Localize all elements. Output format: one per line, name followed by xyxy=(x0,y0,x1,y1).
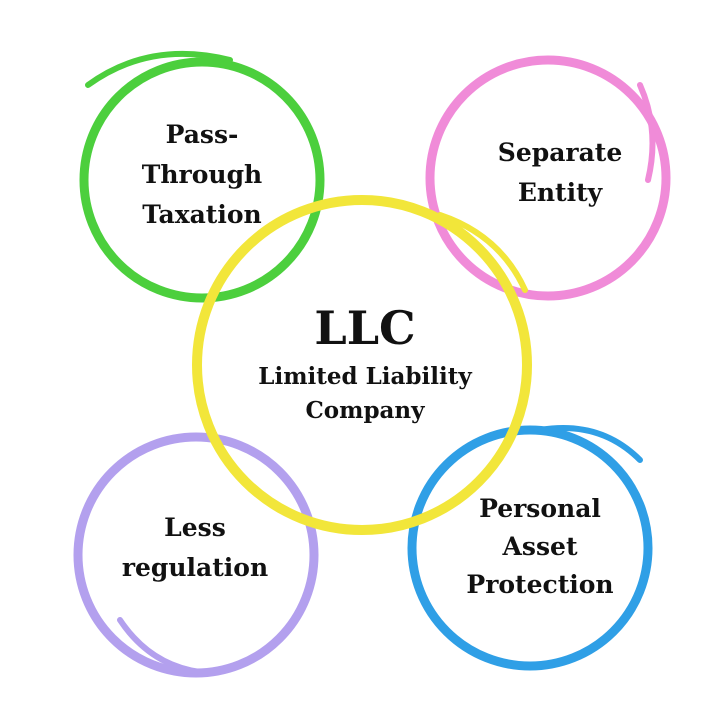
green-ring xyxy=(79,50,325,303)
pink-line-1: Separate xyxy=(497,138,623,167)
blue-ring xyxy=(407,425,653,671)
blue-line-1: Personal xyxy=(479,494,601,523)
center-subtitle: Limited Liability Company xyxy=(220,360,510,428)
center-title: LLC xyxy=(314,301,416,355)
pink-ring xyxy=(425,55,671,301)
blue-line-2: Asset xyxy=(502,532,578,561)
center-sub-line-2: Company xyxy=(305,397,425,424)
personal-asset-protection-label: Personal Asset Protection xyxy=(440,490,640,604)
purple-line-2: regulation xyxy=(121,553,269,582)
pink-line-2: Entity xyxy=(517,178,603,207)
center-ring xyxy=(192,195,532,535)
blue-line-3: Protection xyxy=(466,570,614,599)
green-line-3: Taxation xyxy=(142,200,262,229)
purple-line-1: Less xyxy=(164,513,226,542)
less-regulation-label: Less regulation xyxy=(95,508,295,588)
green-line-1: Pass- xyxy=(165,120,239,149)
pass-through-taxation-label: Pass- Through Taxation xyxy=(107,115,297,235)
center-sub-line-1: Limited Liability xyxy=(258,363,472,390)
purple-ring xyxy=(73,432,319,678)
separate-entity-label: Separate Entity xyxy=(455,133,665,213)
green-line-2: Through xyxy=(141,160,263,189)
